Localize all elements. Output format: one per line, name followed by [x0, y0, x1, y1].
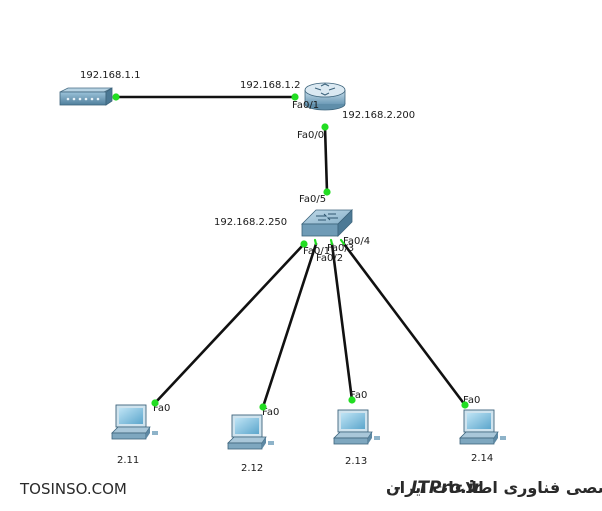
- pc-icon-2-11[interactable]: [111, 404, 158, 440]
- router-lan-port-label: Fa0/0: [297, 130, 324, 141]
- link-switch-pc-2-11: [153, 242, 306, 405]
- modem-ip-label: 192.168.1.1: [80, 70, 140, 81]
- port-dot-modem: [112, 93, 120, 101]
- pc-2-12-port-label: Fa0: [262, 407, 279, 418]
- watermark: TOSINSO.COM انجمن تخصصی فناوری اطلاعات ا…: [19, 478, 602, 498]
- port-dot-switch-fa0-1: [300, 240, 308, 248]
- pc-icon-2-13[interactable]: [333, 409, 380, 445]
- port-dot-pc-2-12: [259, 403, 267, 411]
- port-dot-pc-2-13: [348, 396, 356, 404]
- pc-2-13-port-label: Fa0: [350, 390, 367, 401]
- router-lan-ip-label: 192.168.2.200: [342, 110, 415, 121]
- port-dot-router-fa0-0: [321, 123, 329, 131]
- pc-icon-2-12[interactable]: [227, 414, 274, 450]
- router-wan-ip-label: 192.168.1.2: [240, 80, 300, 91]
- switch-ip-label: 192.168.2.250: [214, 217, 287, 228]
- port-dot-pc-2-14: [461, 401, 469, 409]
- link-switch-pc-2-13: [330, 242, 354, 402]
- watermark-separator: -: [394, 478, 401, 498]
- pc-2-14-port-label: Fa0: [463, 395, 480, 406]
- watermark-brand: ITPro.ir: [411, 478, 483, 498]
- pc-2-14-label: 2.14: [471, 453, 493, 464]
- switch-port-2-label: Fa0/2: [316, 253, 343, 264]
- link-router-switch: [323, 125, 329, 194]
- switch-port-stubs: [313, 238, 346, 246]
- pc-icon-2-14[interactable]: [459, 409, 506, 445]
- router-icon[interactable]: [304, 82, 346, 111]
- pc-2-13-label: 2.13: [345, 456, 367, 467]
- port-status-dots: [112, 93, 469, 411]
- switch-uplink-port-label: Fa0/5: [299, 194, 326, 205]
- pc-2-12-label: 2.12: [241, 463, 263, 474]
- port-dot-router-fa0-1: [291, 93, 299, 101]
- switch-port-3-label: Fa0/3: [327, 243, 354, 254]
- pc-2-11-port-label: Fa0: [153, 403, 170, 414]
- watermark-site: TOSINSO.COM: [19, 480, 127, 498]
- switch-port-1-label: Fa0/1: [303, 246, 330, 257]
- pc-2-11-label: 2.11: [117, 455, 139, 466]
- link-switch-pc-2-12: [261, 242, 318, 409]
- switch-port-4-label: Fa0/4: [343, 236, 370, 247]
- modem-icon[interactable]: [59, 87, 113, 106]
- switch-icon[interactable]: [301, 209, 353, 237]
- watermark-persian: انجمن تخصصی فناوری اطلاعات ایران: [386, 478, 602, 497]
- links: [114, 95, 467, 409]
- router-wan-port-label: Fa0/1: [292, 100, 319, 111]
- port-dot-switch-fa0-5: [323, 188, 331, 196]
- link-switch-pc-2-14: [342, 242, 467, 407]
- port-dot-pc-2-11: [151, 399, 159, 407]
